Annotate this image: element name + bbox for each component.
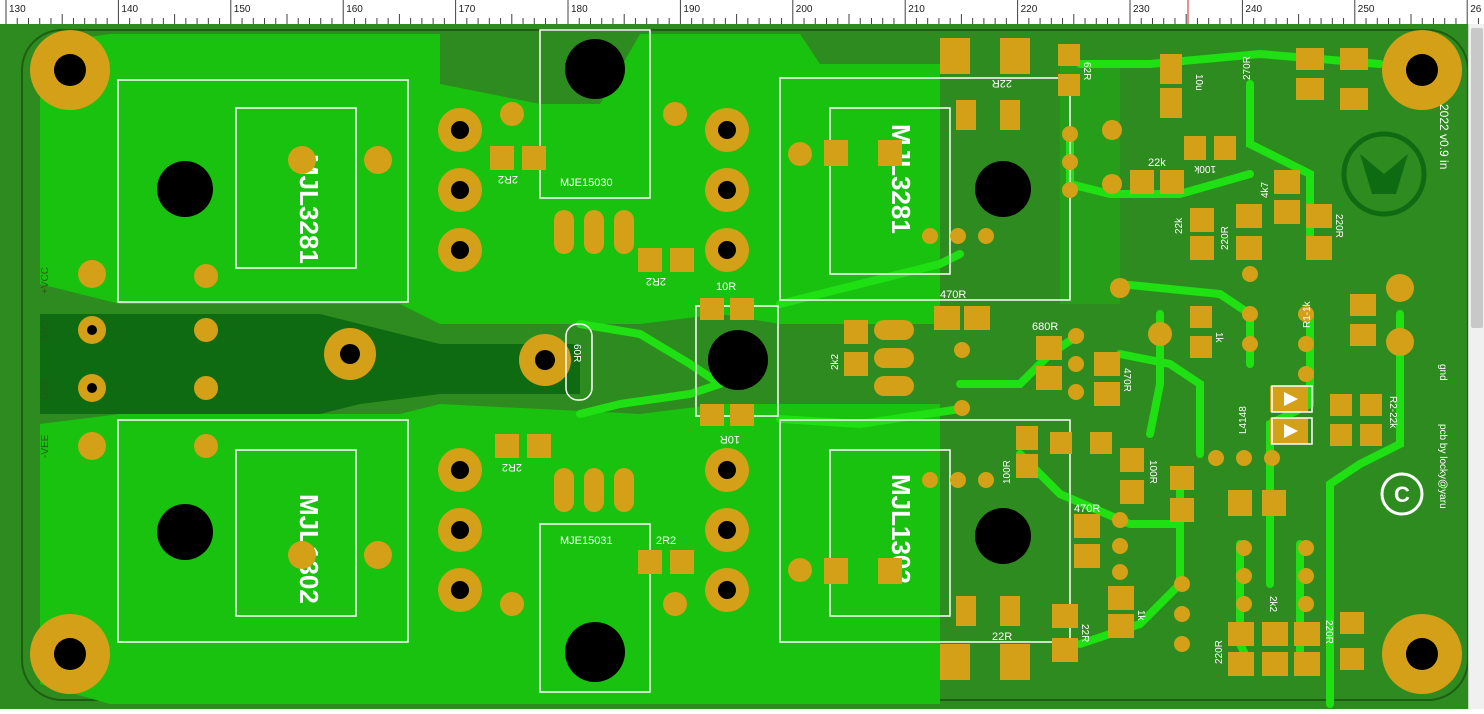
mount-hole-tr (1382, 30, 1462, 110)
transistor-top-left[interactable]: MJL3281 (117, 79, 409, 303)
driver-top-label: MJE15030 (560, 177, 613, 189)
label-10r-a: 10R (716, 281, 736, 293)
diode-pair[interactable] (1271, 385, 1313, 445)
ruler-label: 140 (121, 4, 138, 15)
trace-10 (1016, 450, 1184, 528)
ruler-label: 130 (9, 4, 26, 15)
label-10r-b: 10R (720, 433, 740, 445)
pcb-canvas[interactable]: MJL3281 MJL1302 MJL3281 MJL1302 MJE15030… (0, 24, 1484, 709)
ruler-label: 160 (346, 4, 363, 15)
trace-9 (956, 330, 1084, 388)
ruler-scale: 130 140 150 160 170 180 190 200 210 220 230 240 250 2… (5, 0, 1482, 24)
silk-labels: 2R2 2R2 2R2 2R2 10R 10R 60R 62R 22R 22R … (498, 56, 1451, 664)
driver-top[interactable]: MJE15030 (539, 29, 651, 199)
ruler-label: 26 (1470, 4, 1482, 15)
label-2r2-d: 2R2 (656, 535, 676, 547)
label-22r-b: 22R (992, 631, 1012, 643)
label-10u: 10u (1193, 74, 1204, 91)
ruler-label: 170 (459, 4, 476, 15)
mount-hole-bl (30, 614, 110, 694)
label-22r-a: 22R (992, 77, 1012, 89)
ruler-label: 250 (1358, 4, 1375, 15)
label-220r-c: 220R (1214, 640, 1225, 664)
ruler-label: 220 (1021, 4, 1038, 15)
transistor-bottom-right[interactable]: MJL1302 (779, 419, 1071, 643)
label-r2: R2-22k (1387, 396, 1398, 429)
ruler-label: 180 (571, 4, 588, 15)
vertical-scrollbar[interactable] (1468, 24, 1484, 709)
label-22k-b: 22k (1174, 217, 1185, 234)
ruler-label: 190 (683, 4, 700, 15)
ruler-label: 230 (1133, 4, 1150, 15)
ruler-label: 240 (1245, 4, 1262, 15)
oval-pads (554, 210, 914, 512)
label-100k: 100k (1193, 163, 1216, 174)
ruler-label: 150 (234, 4, 251, 15)
label-100r-b: 100R (1147, 460, 1158, 484)
label-2r2-a: 2R2 (498, 173, 518, 185)
label-4k7: 4k7 (1260, 181, 1271, 198)
pcb-board[interactable]: MJL3281 MJL1302 MJL3281 MJL1302 MJE15030… (0, 24, 1469, 709)
label-l4148: L4148 (1238, 406, 1249, 434)
label-1k-a: 1k (1213, 332, 1224, 344)
ruler-label: 210 (908, 4, 925, 15)
trace-7 (1326, 310, 1404, 708)
conn-label-bottom: -VEE (40, 434, 51, 458)
label-220r-b: 220R (1333, 214, 1344, 238)
mounting-holes (30, 30, 1462, 694)
label-22r-c: 22R (1079, 624, 1090, 642)
label-2r2-c: 2R2 (646, 275, 666, 287)
label-60r: 60R (571, 344, 582, 362)
pad-drill-group (87, 121, 736, 599)
trace-16 (1116, 350, 1204, 458)
copyright-mark: C (1380, 472, 1424, 516)
conn-label-top2: +VCC (40, 267, 51, 294)
label-470r-a: 470R (940, 289, 966, 301)
scroll-thumb[interactable] (1471, 28, 1483, 328)
label-2r2-b: 2R2 (502, 461, 522, 473)
logo-emblem (1341, 131, 1427, 217)
label-r1: R1-1k (1302, 300, 1313, 328)
label-2k2-b: 2k2 (1267, 596, 1278, 613)
label-gnd: gnd (1437, 364, 1448, 381)
label-version: 2022 v0.9 in (1437, 104, 1451, 169)
copyright-letter: C (1394, 482, 1410, 507)
top-ruler: 130 140 150 160 170 180 190 200 210 220 230 240 250 2… (0, 0, 1484, 25)
mount-hole-tl (30, 30, 110, 110)
conn-label-top: GND (40, 320, 51, 342)
trace-14 (576, 320, 724, 388)
transistor-top-right[interactable]: MJL3281 (779, 77, 1071, 301)
label-22k-a: 22k (1148, 157, 1166, 169)
mount-hole-br (1382, 614, 1462, 694)
label-470r-b: 470R (1121, 368, 1132, 392)
label-220r-a: 220R (1220, 226, 1231, 250)
label-680r: 680R (1032, 321, 1058, 333)
ruler-label: 200 (796, 4, 813, 15)
pour-output (40, 314, 580, 414)
label-1k-b: 1k (1135, 610, 1146, 622)
label-100r-a: 100R (1002, 460, 1013, 484)
driver-bottom[interactable]: MJE15031 (539, 523, 651, 693)
trace-15 (576, 380, 724, 418)
label-470r-c: 470R (1074, 503, 1100, 515)
conn-label-mid: GND (40, 378, 51, 400)
label-62r: 62R (1081, 62, 1092, 80)
label-220r-d: 220R (1323, 620, 1334, 644)
label-270r: 270R (1242, 56, 1253, 80)
smd-group (490, 38, 1382, 680)
driver-bottom-label: MJE15031 (560, 535, 613, 547)
connector-labels: +VCC GND GND -VEE (40, 267, 51, 458)
label-2k2-a: 2k2 (830, 353, 841, 370)
label-credit: pcb by locky@yaru (1437, 424, 1448, 509)
